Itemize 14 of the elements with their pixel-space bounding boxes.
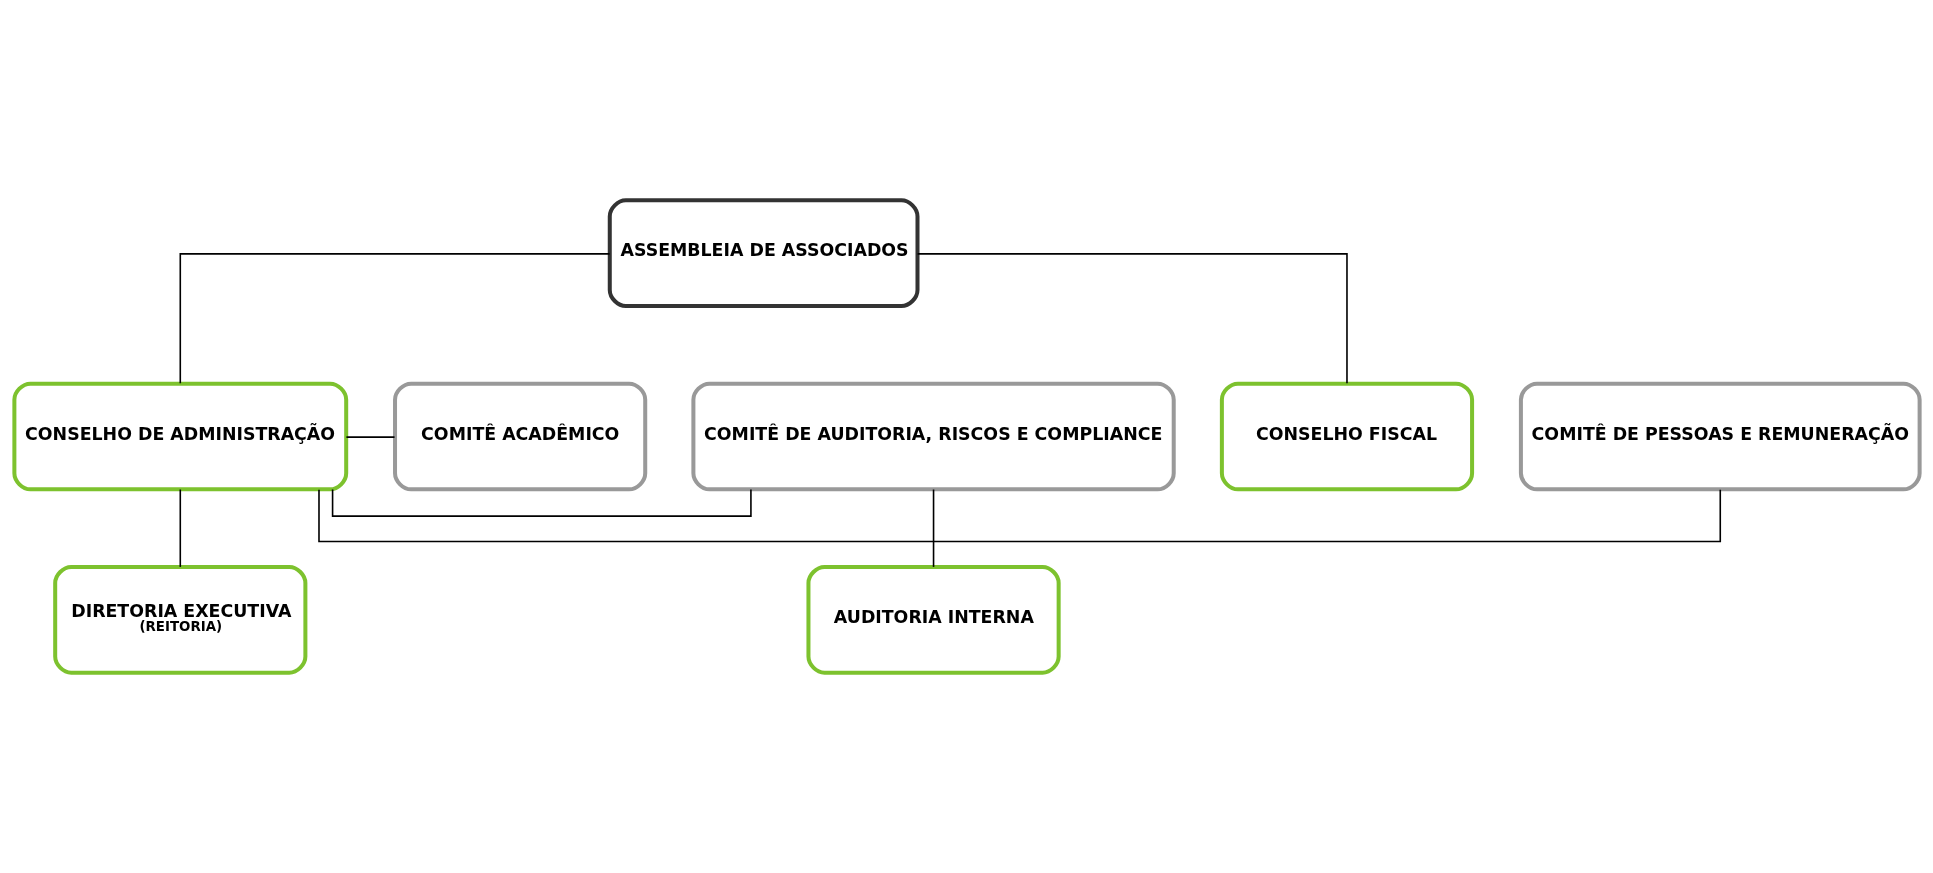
node-box: COMITÊ DE AUDITORIA, RISCOS E COMPLIANCE <box>690 381 1176 492</box>
connector <box>317 488 1721 543</box>
connector <box>916 253 1348 384</box>
node-box: AUDITORIA INTERNA <box>805 564 1061 675</box>
connector <box>179 253 610 384</box>
node-box: COMITÊ DE PESSOAS E REMUNERAÇÃO <box>1518 381 1922 492</box>
node-box: CONSELHO DE ADMINISTRAÇÃO <box>11 381 348 492</box>
connector <box>179 488 181 568</box>
node-box: ASSEMBLEIA DE ASSOCIADOS <box>607 198 919 309</box>
node-box: CONSELHO FISCAL <box>1219 381 1474 492</box>
connector <box>932 488 934 568</box>
connector <box>345 436 395 438</box>
node-box: COMITÊ ACADÊMICO <box>392 381 647 492</box>
node-box: DIRETORIA EXECUTIVA (REITORIA) <box>52 564 307 675</box>
